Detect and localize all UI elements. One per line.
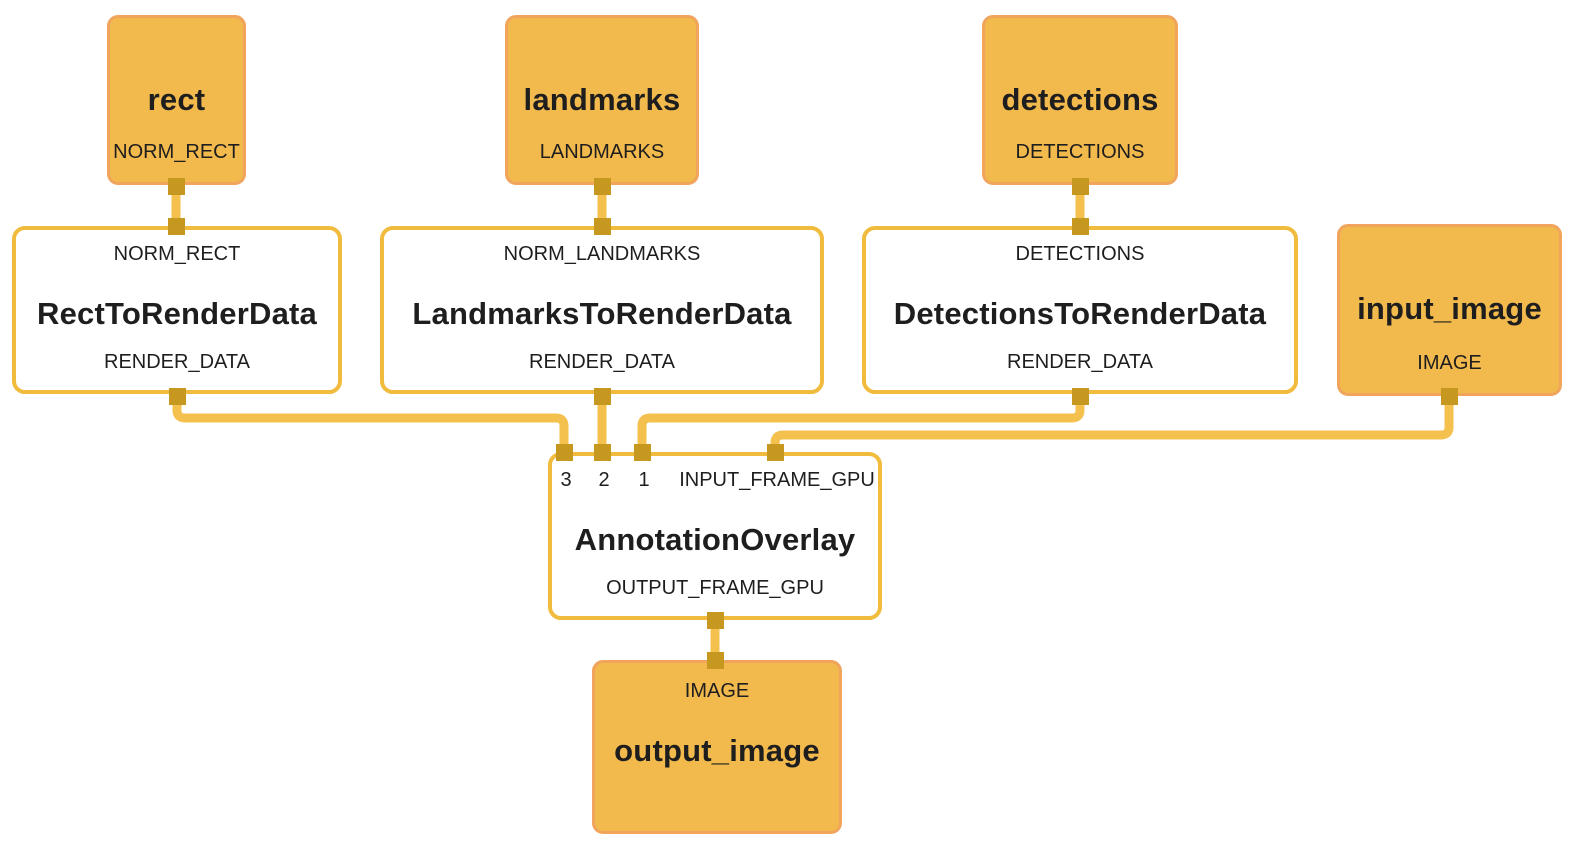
node-title: output_image — [614, 733, 820, 768]
node-title: detections — [1001, 82, 1159, 117]
input-port-label: NORM_RECT — [113, 243, 241, 265]
node-title: AnnotationOverlay — [574, 522, 856, 557]
input-port-label: IMAGE — [684, 680, 750, 702]
node-title: input_image — [1357, 291, 1542, 326]
node-title: landmarks — [523, 82, 681, 117]
output-port-label: DETECTIONS — [1015, 141, 1145, 163]
output-port-label: RENDER_DATA — [529, 351, 675, 373]
edge-detectionstorenderdata-to-annotationoverlay-port1 — [637, 392, 1085, 455]
node-detections-to-render-data[interactable]: DETECTIONS DetectionsToRenderData RENDER… — [862, 226, 1298, 394]
node-input-image[interactable]: input_image IMAGE — [1337, 224, 1562, 396]
node-landmarks-to-render-data[interactable]: NORM_LANDMARKS LandmarksToRenderData REN… — [380, 226, 824, 394]
input-port-label-2: 2 — [598, 469, 610, 491]
input-port-label-1: 1 — [638, 469, 650, 491]
node-annotation-overlay[interactable]: 3 2 1 INPUT_FRAME_GPU AnnotationOverlay … — [548, 452, 882, 620]
node-title: DetectionsToRenderData — [893, 296, 1267, 331]
node-rect-to-render-data[interactable]: NORM_RECT RectToRenderData RENDER_DATA — [12, 226, 342, 394]
output-port-label: LANDMARKS — [539, 141, 665, 163]
node-title: LandmarksToRenderData — [412, 296, 792, 331]
node-output-image[interactable]: IMAGE output_image — [592, 660, 842, 834]
node-title: RectToRenderData — [37, 296, 317, 331]
input-port-label-input-frame-gpu: INPUT_FRAME_GPU — [679, 469, 875, 491]
edge-recttorenderdata-to-annotationoverlay-port3 — [172, 392, 569, 455]
output-port-label: RENDER_DATA — [1007, 351, 1153, 373]
node-detections[interactable]: detections DETECTIONS — [982, 15, 1178, 185]
edge-inputimage-to-annotationoverlay-inputframegpu — [770, 394, 1454, 455]
output-port-label: RENDER_DATA — [104, 351, 250, 373]
input-port-label: DETECTIONS — [1015, 243, 1145, 265]
node-rect[interactable]: rect NORM_RECT — [107, 15, 246, 185]
node-title: rect — [147, 82, 206, 117]
input-port-label: NORM_LANDMARKS — [503, 243, 701, 265]
output-port-label: OUTPUT_FRAME_GPU — [606, 577, 824, 599]
output-port-label: IMAGE — [1417, 352, 1482, 374]
output-port-label: NORM_RECT — [113, 141, 240, 163]
node-landmarks[interactable]: landmarks LANDMARKS — [505, 15, 699, 185]
input-port-label-3: 3 — [560, 469, 572, 491]
